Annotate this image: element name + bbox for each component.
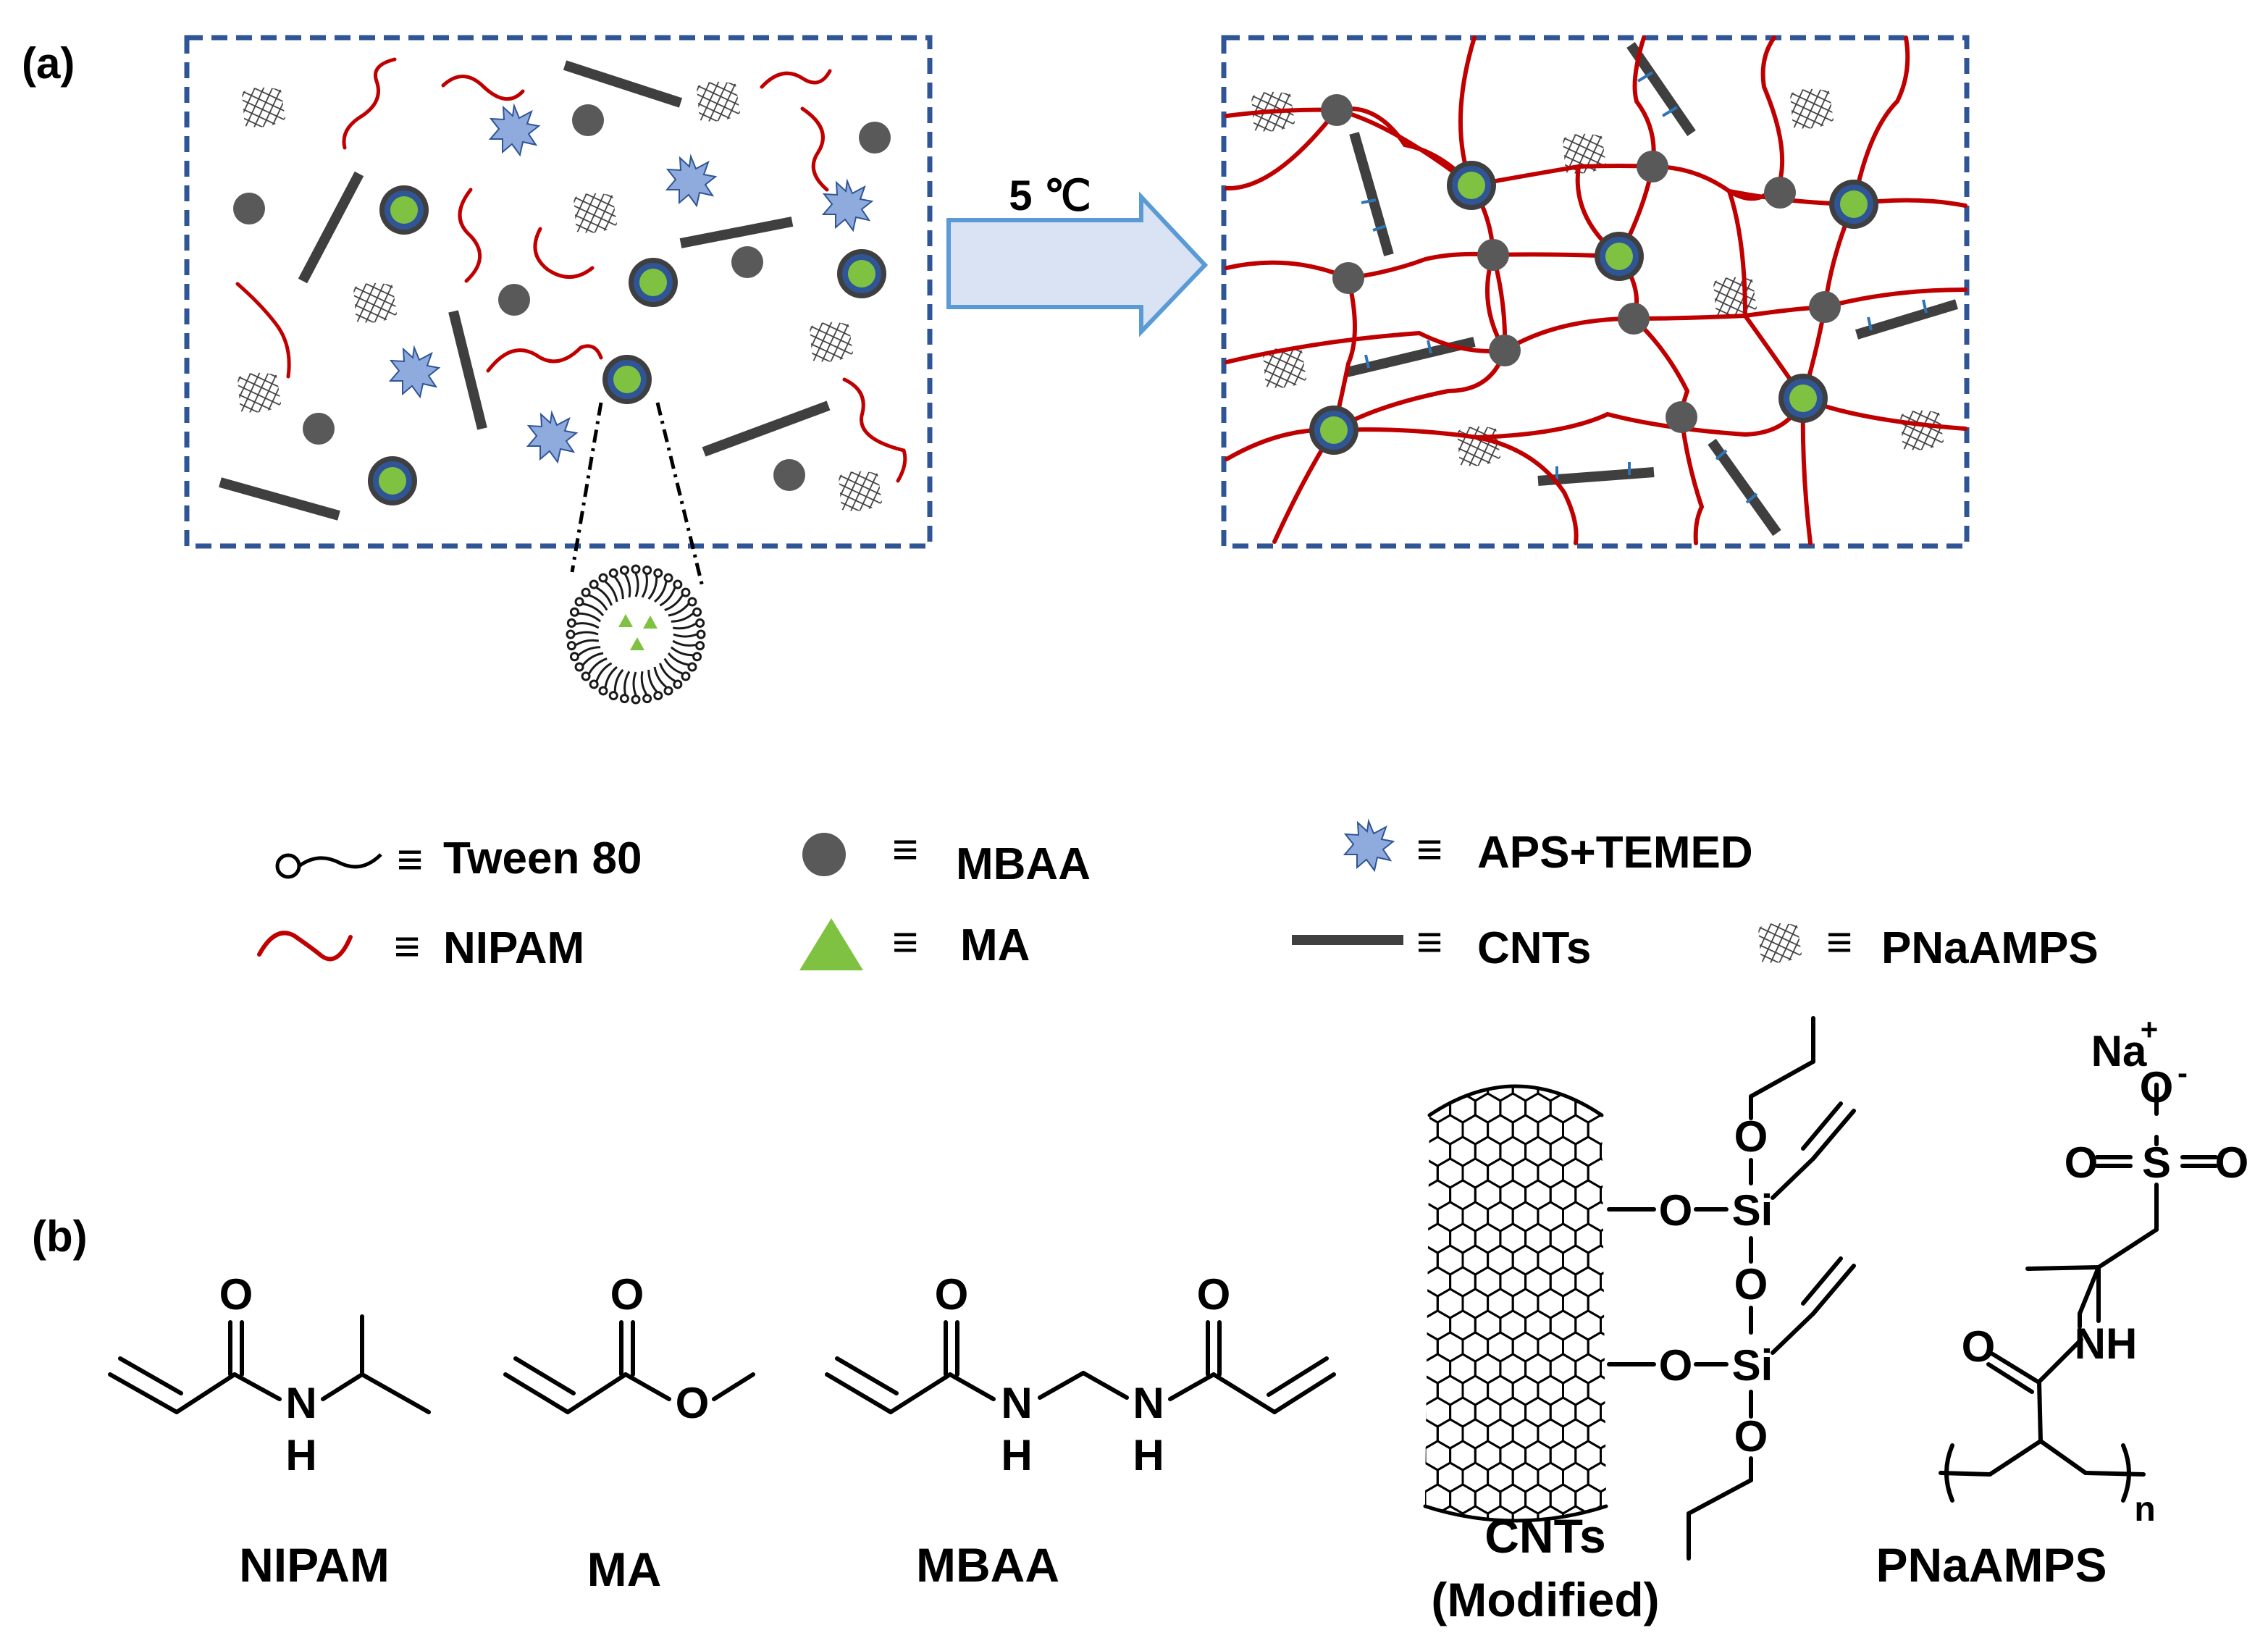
- nipam-structure: [108, 1314, 431, 1414]
- zoom-lines: [570, 402, 705, 587]
- cnt-modified-structure: [1423, 1016, 1856, 1561]
- ma-atom-o1: O: [610, 1270, 644, 1319]
- cnt-atom-o-bot: O: [1734, 1412, 1768, 1461]
- mbaa-dot-icon: [802, 833, 846, 876]
- legend-label-tween80: Tween 80: [443, 834, 642, 883]
- legend-item-tween80: ≡ Tween 80: [275, 834, 642, 885]
- mbaa-atom-o1: O: [935, 1270, 969, 1319]
- name-ma: MA: [587, 1542, 662, 1596]
- name-cnts: CNTs: [1484, 1509, 1605, 1563]
- nipam-atom-o: O: [219, 1270, 253, 1319]
- pnaamps-atom-na: Na: [2091, 1027, 2147, 1075]
- legend-item-ma: ≡ MA: [799, 918, 1030, 970]
- cooling-arrow: 5 ℃: [946, 172, 1209, 337]
- legend-label-nipam: NIPAM: [443, 923, 584, 973]
- mbaa-atom-h1: H: [1001, 1431, 1032, 1479]
- legend-sep-cnts: ≡: [1416, 918, 1442, 967]
- ma-structure: [503, 1320, 755, 1414]
- pnaamps-minus: -: [2177, 1056, 2188, 1090]
- pre-polymer-solution-box: [184, 35, 933, 549]
- legend-label-ma: MA: [960, 920, 1030, 970]
- legend-sep-nipam: ≡: [394, 922, 420, 972]
- pnaamps-atom-o-left: O: [2065, 1138, 2099, 1187]
- legend-item-mbaa: ≡ MBAA: [802, 825, 1091, 889]
- name-mbaa: MBAA: [916, 1538, 1059, 1592]
- cnt-atom-o1: O: [1659, 1186, 1693, 1235]
- hydrogen-bonds: [1361, 71, 1928, 504]
- legend-sep-mbaa: ≡: [892, 825, 918, 875]
- nipam-atom-n: N: [285, 1379, 316, 1427]
- name-cnts-modified: (Modified): [1431, 1573, 1659, 1626]
- legend-label-cnts: CNTs: [1477, 923, 1591, 973]
- compound-names: NIPAM MA MBAA CNTs (Modified) PNaAMPS: [239, 1509, 2107, 1626]
- atom-labels: O N H O O O N H N H O O Si O O O Si O Na…: [219, 1012, 2249, 1529]
- legend-sep-pnaamps: ≡: [1826, 918, 1852, 967]
- cnt-atom-si2: Si: [1732, 1341, 1773, 1390]
- legend: ≡ Tween 80 ≡ MBAA ≡ APS+TEMED ≡ NIPAM ≡ …: [257, 820, 2099, 973]
- cnt-atom-o2: O: [1659, 1341, 1693, 1390]
- micelles: [368, 185, 886, 505]
- hydrogel-network-box: [1221, 35, 1970, 549]
- arrow-temperature-label: 5 ℃: [1009, 172, 1091, 219]
- nipam-atom-h: H: [285, 1431, 316, 1479]
- legend-item-aps-temed: ≡ APS+TEMED: [1344, 820, 1753, 878]
- name-pnaamps: PNaAMPS: [1876, 1538, 2107, 1592]
- network-cnt-rods: [1345, 42, 1959, 537]
- legend-label-pnaamps: PNaAMPS: [1881, 923, 2099, 973]
- legend-item-nipam: ≡ NIPAM: [257, 922, 584, 973]
- pnaamps-atom-nh: NH: [2075, 1319, 2138, 1368]
- nipam-chain-icon: [257, 931, 353, 962]
- ma-triangle-icon: [799, 918, 863, 970]
- pnaamps-atom-o-right: O: [2215, 1138, 2249, 1187]
- pnaamps-atom-o-minus: O: [2140, 1063, 2174, 1112]
- pnaamps-atom-n: n: [2134, 1490, 2155, 1529]
- legend-label-mbaa: MBAA: [956, 839, 1091, 889]
- pnaamps-na-plus: +: [2141, 1012, 2159, 1046]
- cnt-atom-o-mid: O: [1734, 1260, 1768, 1309]
- chemical-structures: [108, 1016, 2218, 1561]
- name-nipam: NIPAM: [239, 1538, 390, 1592]
- mbaa-atom-o2: O: [1197, 1270, 1231, 1319]
- mbaa-atom-n1: N: [1001, 1379, 1032, 1427]
- micelle-detail-icon: [565, 563, 707, 705]
- legend-sep-tween80: ≡: [397, 835, 423, 885]
- panel-b-label: (b): [32, 1212, 88, 1261]
- cnt-atom-si1: Si: [1732, 1186, 1773, 1235]
- legend-item-cnts: ≡ CNTs: [1292, 918, 1591, 973]
- cnt-rods: [219, 60, 831, 521]
- pnaamps-atom-o-carbonyl: O: [1962, 1322, 1996, 1371]
- pnaamps-atom-s: S: [2142, 1138, 2171, 1187]
- ma-atom-o2: O: [676, 1379, 710, 1427]
- pnaamps-mesh-icon: [1758, 923, 1802, 963]
- legend-item-pnaamps: ≡ PNaAMPS: [1758, 918, 2099, 973]
- panel-a-label: (a): [22, 39, 75, 88]
- pnaamps-structure: [1939, 1083, 2218, 1503]
- legend-label-aps: APS+TEMED: [1477, 828, 1753, 878]
- mbaa-structure: [825, 1320, 1336, 1414]
- nipam-chains: [235, 57, 907, 483]
- surfactant-icon: [275, 853, 382, 879]
- mbaa-atom-h2: H: [1133, 1431, 1164, 1479]
- initiator-star-icon: [1344, 820, 1394, 871]
- mbaa-atom-n2: N: [1133, 1379, 1164, 1427]
- legend-sep-ma: ≡: [892, 918, 918, 967]
- cnt-atom-o-top: O: [1734, 1112, 1768, 1161]
- legend-sep-aps: ≡: [1416, 825, 1442, 875]
